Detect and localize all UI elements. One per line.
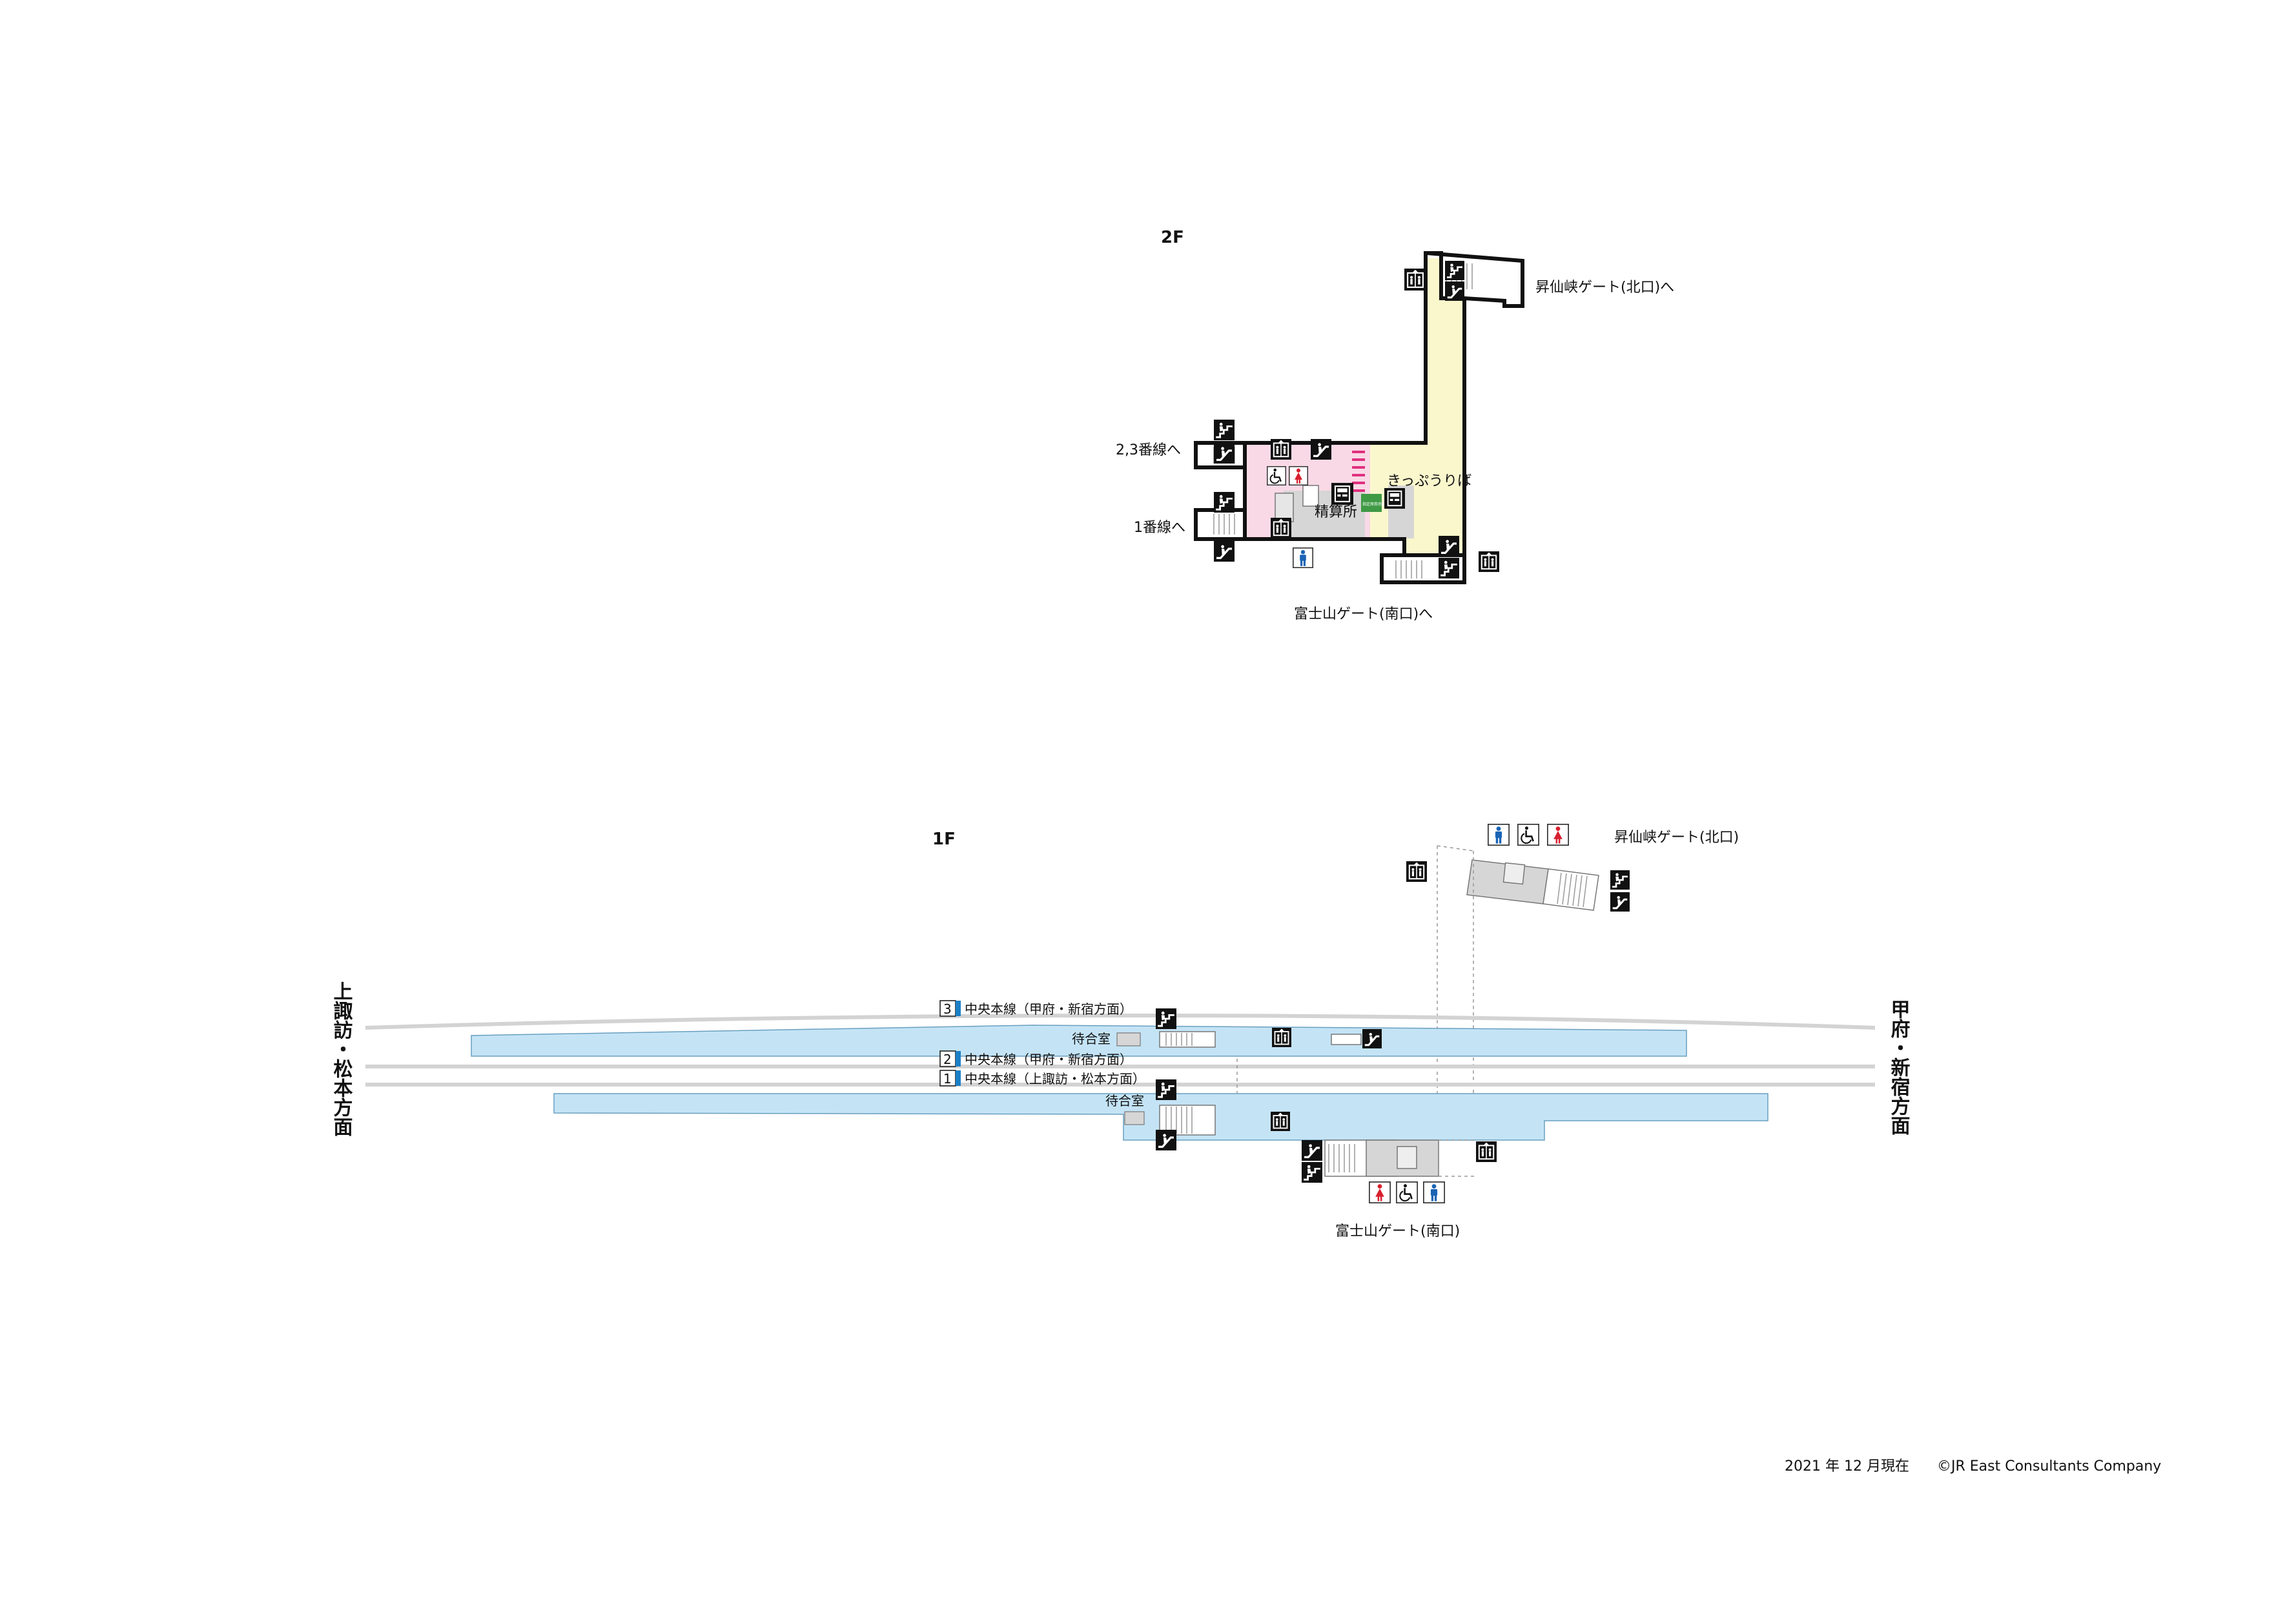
stair-platform-1 — [1194, 508, 1247, 541]
exit-north-1f: 昇仙峡ゲート(北口) — [1614, 830, 1739, 846]
toilet-women-icon — [1547, 824, 1569, 846]
track-3-line — [365, 1014, 1876, 1030]
track-1-number: 1 — [943, 1071, 952, 1087]
exit-north-2f: 昇仙峡ゲート(北口)へ — [1535, 280, 1674, 296]
footer-copyright: ©JR East Consultants Company — [1937, 1458, 2161, 1475]
footer-date: 2021 年 12 月現在 — [1785, 1458, 1909, 1475]
ticket-machine-icon — [1384, 488, 1405, 509]
escalator-icon — [1311, 439, 1331, 460]
tracks — [365, 1014, 1876, 1087]
toilet-men-icon — [1293, 547, 1313, 568]
stairs-icon — [1439, 558, 1459, 578]
toilet-men-icon — [1423, 1181, 1445, 1203]
ticket-area — [1370, 258, 1464, 555]
stairs-icon — [1156, 1008, 1176, 1029]
ticket-machine-icon — [1331, 483, 1353, 505]
escalator-icon — [1445, 281, 1464, 301]
direction-left: 上諏訪・松本方面 — [330, 981, 353, 1136]
platform-island-upper — [471, 1025, 1687, 1057]
direction-right: 甲府・新宿方面 — [1887, 999, 1911, 1135]
stairs-icon — [1302, 1162, 1322, 1183]
north-stair-wing — [1426, 251, 1524, 308]
elevator-icon — [1406, 861, 1427, 882]
escalator-icon — [1214, 443, 1235, 464]
stairs-icon — [1156, 1079, 1176, 1100]
track-3-label: 中央本線（甲府・新宿方面） — [965, 1001, 1133, 1017]
elevator-icon — [1271, 518, 1291, 538]
track-2-label: 中央本線（甲府・新宿方面） — [965, 1052, 1133, 1067]
elevator-icon — [1272, 1028, 1291, 1047]
elevator-icon — [1476, 1141, 1497, 1162]
escalator-icon — [1156, 1130, 1176, 1150]
reserved-ticket-badge: 指定席券売機 — [1362, 502, 1386, 507]
ticket-gates — [1352, 451, 1365, 492]
reserved-ticket-machine — [1361, 494, 1382, 512]
track-2-sign: 2 中央本線（甲府・新宿方面） — [939, 1050, 1133, 1067]
south-exit-building — [1324, 1139, 1475, 1177]
wheelchair-icon — [1396, 1181, 1418, 1203]
to-platform-23: 2,3番線へ — [1116, 442, 1181, 458]
elevator-icon — [1404, 269, 1426, 291]
to-platform-1: 1番線へ — [1134, 520, 1185, 536]
wheelchair-icon — [1267, 466, 1286, 485]
fare-adjustment-label: 精算所 — [1315, 504, 1357, 520]
toilet-women-icon — [1369, 1181, 1391, 1203]
escalator-icon — [1214, 541, 1235, 562]
wheelchair-icon — [1517, 824, 1539, 846]
escalator-icon — [1302, 1140, 1322, 1161]
stairs-icon — [1445, 261, 1464, 280]
toilet-women-icon — [1289, 466, 1308, 485]
north-exit-building — [1437, 845, 1599, 1097]
exit-south-2f: 富士山ゲート(南口)へ — [1294, 606, 1433, 622]
escalator-icon — [1610, 892, 1630, 912]
track-2-number: 2 — [943, 1052, 952, 1067]
exit-south-1f: 富士山ゲート(南口) — [1335, 1223, 1460, 1240]
elevator-icon — [1271, 1112, 1290, 1131]
track-3-number: 3 — [943, 1001, 952, 1017]
ticket-counter-label: きっぷうりば — [1387, 473, 1471, 489]
waiting-room-lower: 待合室 — [1105, 1093, 1144, 1108]
stairs-icon — [1214, 420, 1235, 440]
concourse-2f: 指定席券売機 — [1194, 251, 1524, 584]
track-3-sign: 3 中央本線（甲府・新宿方面） — [939, 1000, 1133, 1017]
escalator-icon — [1362, 1029, 1382, 1048]
floor-2f-label: 2F — [1161, 228, 1184, 247]
escalator-icon — [1439, 536, 1459, 556]
track-1-sign: 1 中央本線（上諏訪・松本方面） — [939, 1070, 1145, 1087]
floor-1f-label: 1F — [932, 830, 956, 849]
stairs-icon — [1214, 492, 1235, 513]
elevator-icon — [1271, 439, 1291, 460]
toilet-men-icon — [1488, 824, 1510, 846]
waiting-room-upper: 待合室 — [1072, 1031, 1111, 1046]
stairs-icon — [1610, 870, 1630, 890]
track-1-label: 中央本線（上諏訪・松本方面） — [965, 1071, 1145, 1087]
elevator-icon — [1479, 551, 1499, 572]
